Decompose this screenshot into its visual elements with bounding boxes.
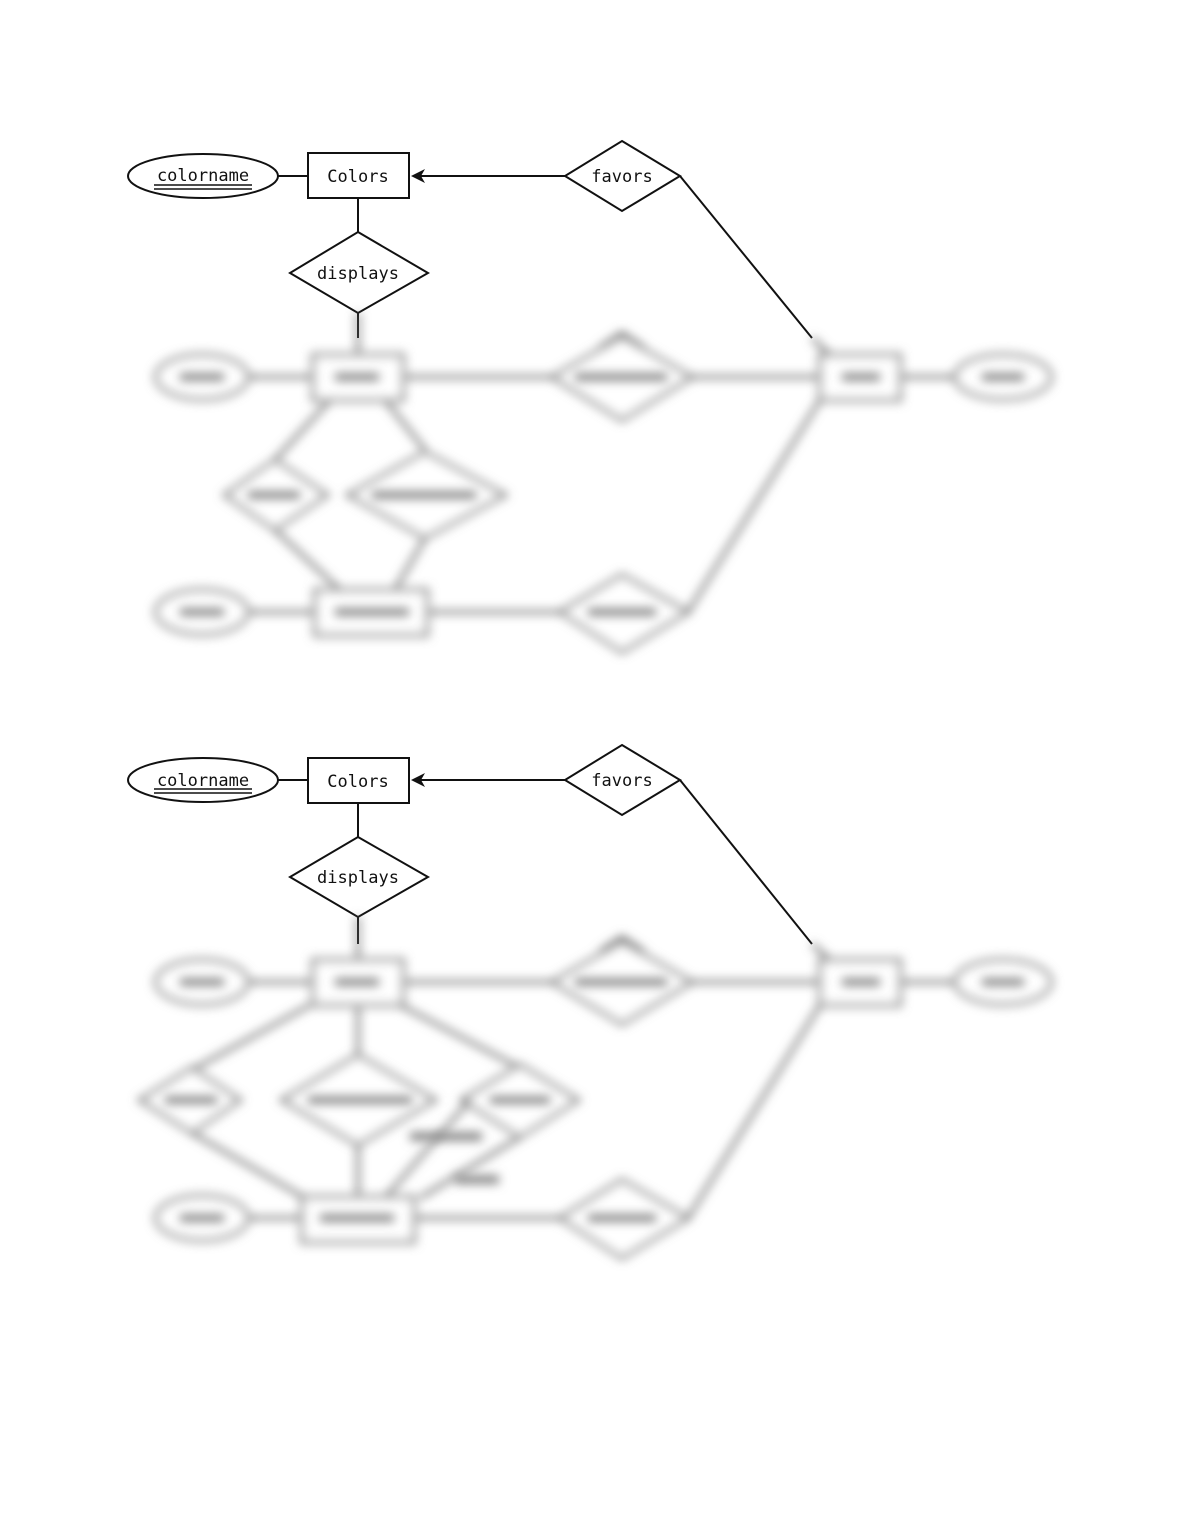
- colors-entity-label: Colors: [327, 167, 388, 187]
- favors-relationship-diamond: [563, 139, 682, 213]
- diagram-2-blurred-labels: [165, 978, 1024, 1222]
- favors-relationship-label: favors: [591, 167, 652, 187]
- colors-entity-box: [307, 757, 410, 804]
- colorname-attribute-ellipse: [127, 153, 279, 199]
- displays-relationship-label: displays: [317, 868, 399, 888]
- favors-to-fans-line: [679, 175, 813, 339]
- favors-relationship-diamond: [563, 743, 682, 817]
- displays-relationship-label: displays: [317, 264, 399, 284]
- colorname-attribute-label: colorname: [157, 771, 249, 791]
- diagram-2-blurred-region: [136, 917, 1053, 1261]
- favors-to-fans-line: [679, 779, 813, 945]
- diagram-1-blurred-labels: [180, 373, 1024, 616]
- diagram-2-clear-region: colorname Colors favors displays: [127, 743, 813, 945]
- colorname-attribute-ellipse: [127, 757, 279, 803]
- favors-relationship-label: favors: [591, 771, 652, 791]
- diagram-1-clear-region: colorname Colors favors displays: [127, 139, 813, 339]
- colors-entity-label: Colors: [327, 772, 388, 792]
- er-diagram-1: colorname Colors favors displays: [127, 139, 1053, 655]
- colorname-attribute-label: colorname: [157, 166, 249, 186]
- er-diagram-2: colorname Colors favors displays: [127, 743, 1053, 1261]
- diagram-1-blurred-region: [154, 313, 1053, 655]
